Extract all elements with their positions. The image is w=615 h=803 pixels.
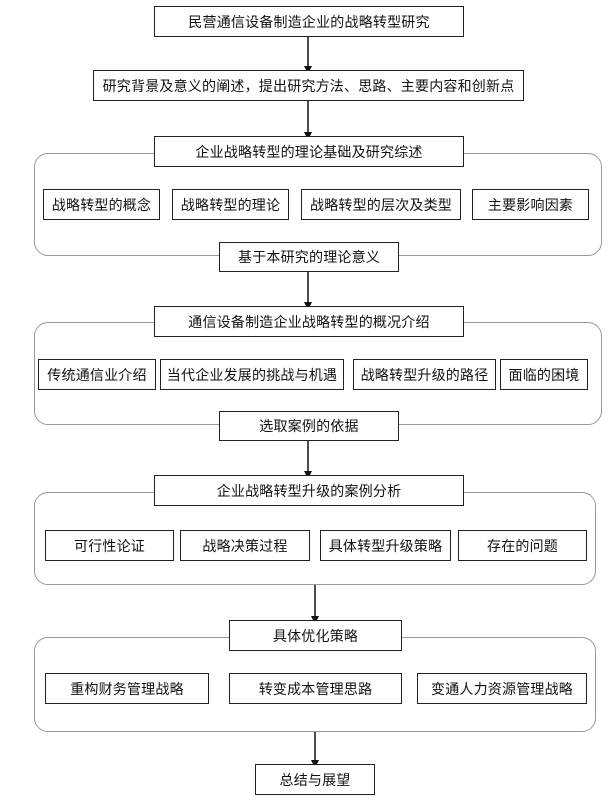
research-background-box: 研究背景及意义的阐述，提出研究方法、思路、主要内容和创新点 bbox=[93, 70, 524, 101]
section4-item-hr: 变通人力资源管理战略 bbox=[417, 673, 587, 704]
section1-item-theory: 战略转型的理论 bbox=[172, 189, 289, 220]
section2-header: 通信设备制造企业战略转型的概况介绍 bbox=[154, 306, 464, 337]
section1-item-factors: 主要影响因素 bbox=[472, 189, 589, 220]
conclusion-box: 总结与展望 bbox=[255, 764, 375, 795]
section3-item-feasibility: 可行性论证 bbox=[45, 530, 174, 561]
section1-footer: 基于本研究的理论意义 bbox=[219, 242, 399, 272]
section2-item-difficulties: 面临的困境 bbox=[500, 359, 588, 390]
section2-item-path: 战略转型升级的路径 bbox=[353, 359, 496, 390]
section4-item-cost: 转变成本管理思路 bbox=[229, 673, 402, 704]
section1-item-levels: 战略转型的层次及类型 bbox=[301, 189, 461, 220]
section2-item-traditional: 传统通信业介绍 bbox=[38, 359, 156, 390]
section3-header: 企业战略转型升级的案例分析 bbox=[154, 475, 464, 506]
section3-item-problems: 存在的问题 bbox=[458, 530, 587, 561]
section1-item-concept: 战略转型的概念 bbox=[43, 189, 160, 220]
title-box: 民营通信设备制造企业的战略转型研究 bbox=[154, 6, 464, 37]
section3-item-strategy: 具体转型升级策略 bbox=[320, 530, 451, 561]
section1-header: 企业战略转型的理论基础及研究综述 bbox=[154, 136, 464, 167]
section4-item-finance: 重构财务管理战略 bbox=[45, 673, 209, 704]
section3-item-decision: 战略决策过程 bbox=[180, 530, 310, 561]
section2-item-challenges: 当代企业发展的挑战与机遇 bbox=[160, 359, 344, 390]
section2-footer: 选取案例的依据 bbox=[219, 411, 399, 441]
section4-header: 具体优化策略 bbox=[229, 620, 402, 651]
